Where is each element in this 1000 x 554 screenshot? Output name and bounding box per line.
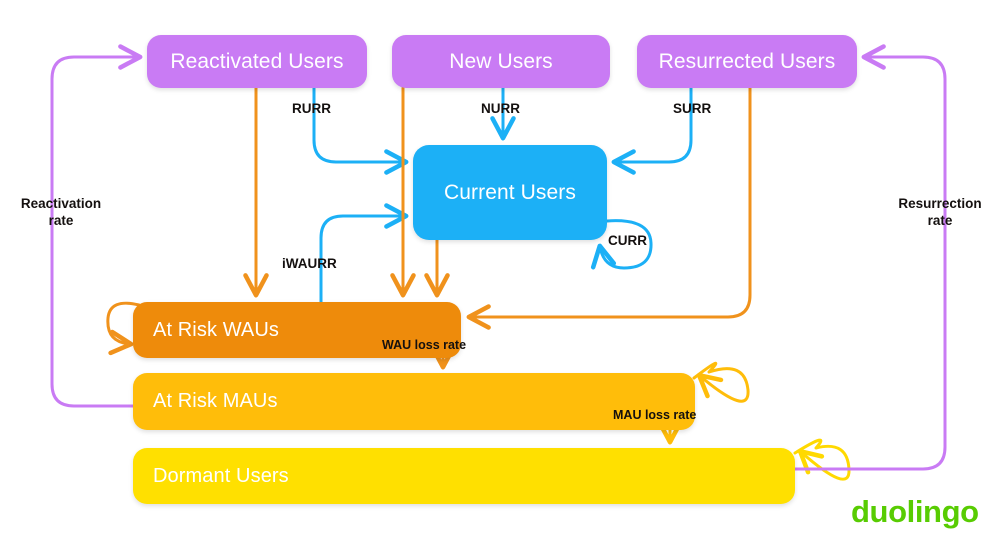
node-label: Resurrected Users — [658, 49, 836, 73]
node-label: At Risk WAUs — [153, 318, 280, 341]
edge-mau-self-loop — [692, 361, 750, 403]
edge-label-reactivation-rate: Reactivation rate — [8, 196, 114, 230]
edge-label-line-1: Reactivation — [20, 196, 102, 211]
edge-label-line-2: rate — [927, 212, 953, 228]
edge-surr — [611, 86, 693, 175]
node-reactivated-users[interactable]: Reactivated Users — [147, 35, 367, 88]
duolingo-logo: duolingo — [851, 494, 979, 529]
node-label: New Users — [449, 49, 553, 73]
node-resurrected-users[interactable]: Resurrected Users — [637, 35, 857, 88]
edge-label-mau-loss-rate: MAU loss rate — [613, 408, 697, 422]
node-at-risk-waus[interactable]: At Risk WAUs — [133, 302, 461, 358]
edge-reactivation-rate — [50, 44, 143, 408]
edge-resurrection-rate — [793, 44, 947, 471]
node-label: Dormant Users — [153, 464, 289, 487]
node-current-users[interactable]: Current Users — [413, 145, 607, 240]
node-label: At Risk MAUs — [153, 390, 278, 412]
edge-label-line-2: rate — [48, 212, 74, 228]
edge-label-curr: CURR — [608, 233, 647, 248]
node-label: Reactivated Users — [170, 49, 344, 73]
edge-label-wau-loss-rate: WAU loss rate — [382, 338, 467, 352]
edge-label-rurr: RURR — [292, 101, 331, 116]
edge-dormant-self-loop — [793, 438, 851, 481]
node-dormant-users[interactable]: Dormant Users — [133, 448, 795, 504]
edge-rurr — [312, 86, 409, 175]
node-new-users[interactable]: New Users — [392, 35, 610, 88]
edge-label-nurr: NURR — [481, 101, 520, 116]
edge-label-line-1: Resurrection — [898, 196, 982, 211]
edge-label-surr: SURR — [673, 101, 712, 116]
node-label: Current Users — [444, 180, 576, 204]
edge-label-resurrection-rate: Resurrection rate — [886, 196, 994, 230]
node-at-risk-maus[interactable]: At Risk MAUs — [133, 373, 695, 430]
edge-label-iwaurr: iWAURR — [282, 256, 337, 271]
